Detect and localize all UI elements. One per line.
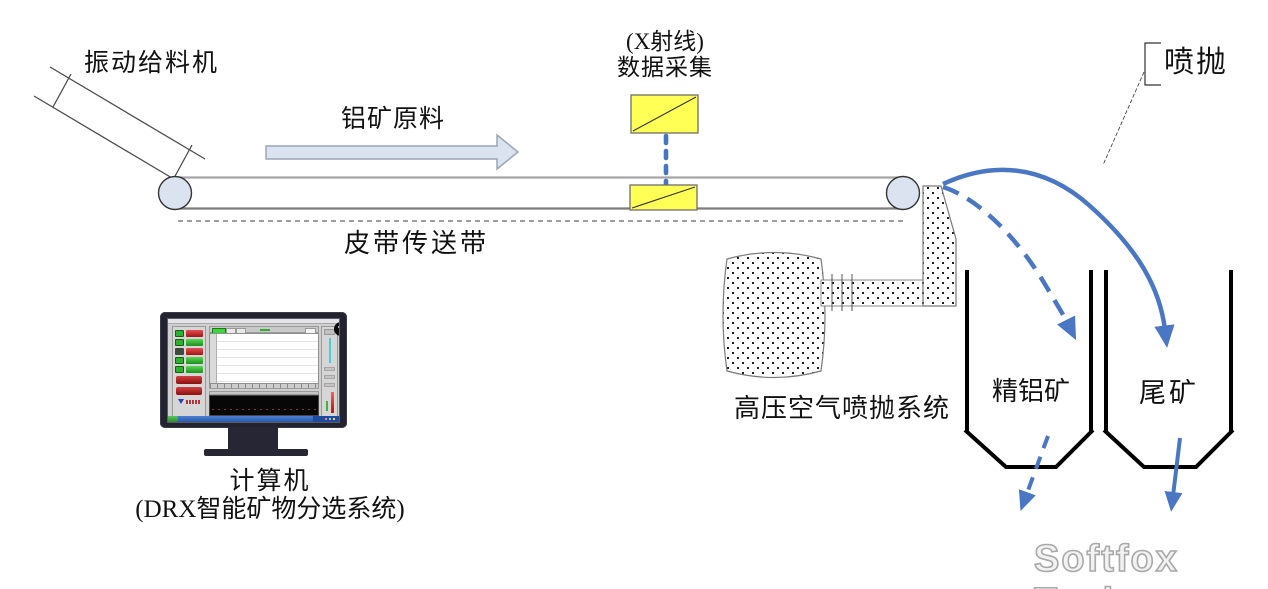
- app-logo-icon: [334, 322, 339, 336]
- label-ejection: 喷抛: [1164, 46, 1228, 79]
- label-data-acquisition: 数据采集: [617, 55, 713, 80]
- status-indicator-icon: [175, 357, 184, 364]
- chart-toolbar: [209, 326, 319, 335]
- taskbar: [168, 416, 339, 422]
- xray-detector: [629, 184, 698, 211]
- air-pipe: [820, 279, 925, 307]
- label-vibrating-feeder: 振动给料机: [84, 50, 220, 77]
- waveform-panel: [209, 395, 319, 416]
- label-concentrate-bin: 精铝矿: [992, 377, 1071, 406]
- control-button-row: [175, 330, 203, 337]
- air-tank: [722, 251, 826, 379]
- software-logo: [174, 399, 204, 404]
- ejection-leader-line: [1102, 71, 1145, 166]
- settings-widget: [324, 375, 335, 379]
- plot-x-axis: [209, 384, 319, 389]
- vibrating-feeder-chute: [33, 66, 206, 179]
- belt-roller-left: [157, 175, 193, 211]
- software-chart-area: [209, 326, 319, 418]
- software-titlebar: [168, 319, 339, 324]
- status-indicator-icon: [175, 330, 184, 337]
- waveform-trace: [212, 409, 316, 410]
- level-bar-green: [326, 401, 328, 411]
- stop-button: [176, 387, 202, 395]
- control-button: [186, 330, 203, 337]
- xray-emitter: [630, 94, 699, 134]
- label-computer-system: (DRX智能矿物分选系统): [135, 496, 405, 523]
- concentrate-bin: [963, 270, 1095, 469]
- software-control-panel: [172, 326, 206, 418]
- belt-roller-right: [885, 175, 921, 211]
- control-button: [186, 339, 203, 346]
- label-xray: (X射线): [626, 29, 704, 54]
- ejection-bracket: [1144, 42, 1161, 86]
- monitor-screen: [167, 318, 340, 423]
- monitor-base: [204, 449, 308, 456]
- label-air-system: 高压空气喷抛系统: [734, 394, 951, 423]
- ore-flow-arrow: [265, 133, 520, 171]
- status-text: [260, 329, 270, 331]
- level-bar-red: [331, 392, 334, 413]
- control-button-row: [175, 348, 203, 355]
- control-button: [186, 366, 203, 373]
- start-button: [168, 416, 178, 422]
- label-belt-conveyor: 皮带传送带: [344, 229, 490, 258]
- control-button-row: [175, 339, 203, 346]
- status-indicator-icon: [175, 366, 184, 373]
- pipe-flange: [831, 274, 853, 311]
- control-button: [186, 348, 203, 355]
- waveform-header: [209, 391, 319, 395]
- logo-text: [186, 399, 200, 404]
- watermark: Softfox Tech: [1033, 537, 1179, 589]
- ejector-nozzle: [922, 185, 957, 307]
- control-button: [186, 357, 203, 364]
- trajectory-concentrate-dashed: [942, 184, 1077, 341]
- tailings-bin: [1102, 270, 1235, 469]
- label-computer: 计算机: [229, 468, 311, 495]
- label-tailings-bin: 尾矿: [1139, 378, 1199, 408]
- system-tray: [313, 416, 339, 422]
- software-settings-panel: [321, 326, 338, 418]
- trajectory-tailings-solid: [942, 167, 1175, 348]
- level-slider: [329, 338, 331, 363]
- logo-icon: [178, 399, 184, 404]
- label-ore-material: 铝矿原料: [341, 106, 446, 133]
- monitor-stand: [228, 427, 278, 450]
- status-indicator-icon: [175, 339, 184, 346]
- belt-conveyor: [157, 175, 921, 222]
- stop-button: [176, 376, 202, 384]
- settings-widget: [324, 383, 335, 387]
- settings-widget: [324, 367, 335, 371]
- control-button-row: [175, 357, 203, 364]
- computer-monitor: [160, 312, 347, 428]
- signal-plot: [209, 333, 319, 384]
- concentrate-discharge-arrow: [1018, 435, 1050, 512]
- status-indicator-icon: [175, 348, 184, 355]
- control-button-row: [175, 366, 203, 373]
- plot-y-axis: [210, 334, 217, 383]
- tailings-discharge-arrow: [1164, 437, 1183, 512]
